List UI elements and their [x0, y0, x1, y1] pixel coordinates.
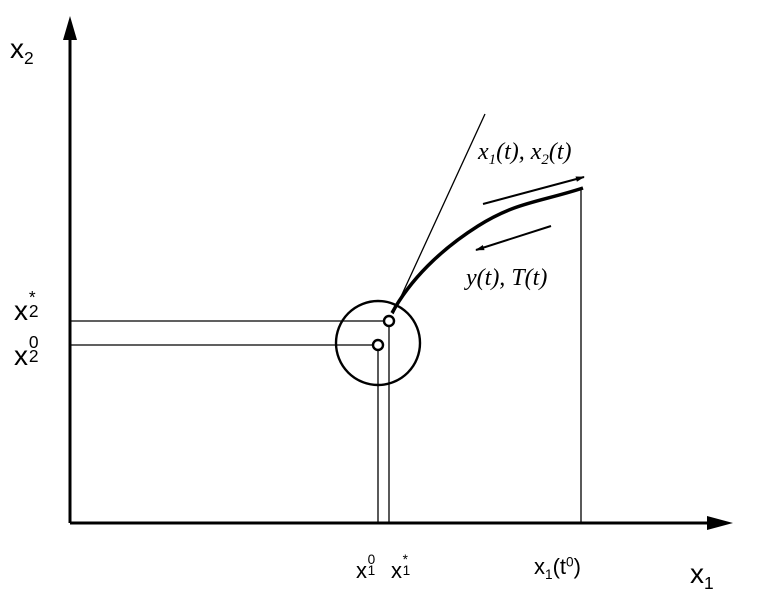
x-tick-x1-star-sup: *	[402, 552, 408, 568]
y-tick-x2-zero-sub: 2	[28, 345, 39, 366]
backward-arrow	[475, 225, 552, 251]
tangent-line	[392, 113, 486, 315]
backward-label-b-arg: (t)	[524, 265, 548, 291]
y-axis-arrowhead	[63, 16, 77, 40]
y-tick-x2-star-sub: 2	[28, 300, 39, 321]
x-tick-x1-t0-arg: (t	[552, 554, 567, 579]
backward-label-b: T	[511, 265, 525, 291]
point-x-zero	[371, 338, 385, 352]
y-tick-x2-star-name: x	[14, 295, 28, 326]
y-tick-x2-star-sup: *	[28, 286, 36, 307]
x-tick-x1-star-sub: 1	[402, 563, 411, 579]
x-tick-x1-zero-sub: 1	[367, 563, 376, 579]
trajectory-curve	[390, 186, 584, 314]
forward-trajectory-label: x1(t), x2(t)	[478, 139, 572, 168]
neighborhood-circle	[334, 299, 422, 387]
x-tick-x1-star-name: x	[391, 558, 402, 583]
forward-label-b: x	[530, 139, 542, 165]
x-tick-x1-zero-sup: 0	[367, 552, 376, 568]
y-tick-x2-zero-name: x	[14, 340, 28, 371]
forward-label-b-sub: 2	[541, 152, 549, 169]
x-axis-label: x1	[690, 558, 714, 592]
x-tick-x1-t0-name: x	[534, 554, 545, 579]
y-tick-x2-star: x*2	[14, 286, 45, 326]
x-tick-x1-zero-name: x	[356, 558, 367, 583]
x-tick-x1-star: x*1	[391, 552, 415, 583]
forward-label-a-arg: (t),	[496, 139, 531, 165]
x-tick-x1-t0-close: )	[573, 554, 581, 579]
forward-arrow	[482, 176, 585, 205]
y-axis-label-sub: 2	[24, 48, 34, 69]
y-tick-x2-zero-sup: 0	[28, 331, 39, 352]
x-tick-x1-t0-sup: 0	[566, 554, 574, 570]
x-axis-label-name: x	[690, 558, 704, 589]
backward-label-a-arg: (t),	[476, 265, 512, 291]
y-axis-label-name: x	[10, 33, 24, 64]
forward-label-a-sub: 1	[488, 152, 497, 169]
y-axis-label: x2	[10, 33, 34, 67]
point-x-star	[382, 314, 396, 328]
x-tick-x1-t0-sub: 1	[545, 566, 553, 582]
backward-trajectory-label: y(t), T(t)	[466, 266, 547, 290]
x-axis-arrowhead	[707, 516, 733, 530]
x-axis-label-sub: 1	[704, 573, 714, 594]
forward-label-a: x	[478, 139, 489, 165]
forward-label-b-arg: (t)	[548, 139, 572, 165]
backward-label-a: y	[466, 265, 477, 291]
x-tick-x1-t0: x1(t0)	[534, 554, 581, 581]
